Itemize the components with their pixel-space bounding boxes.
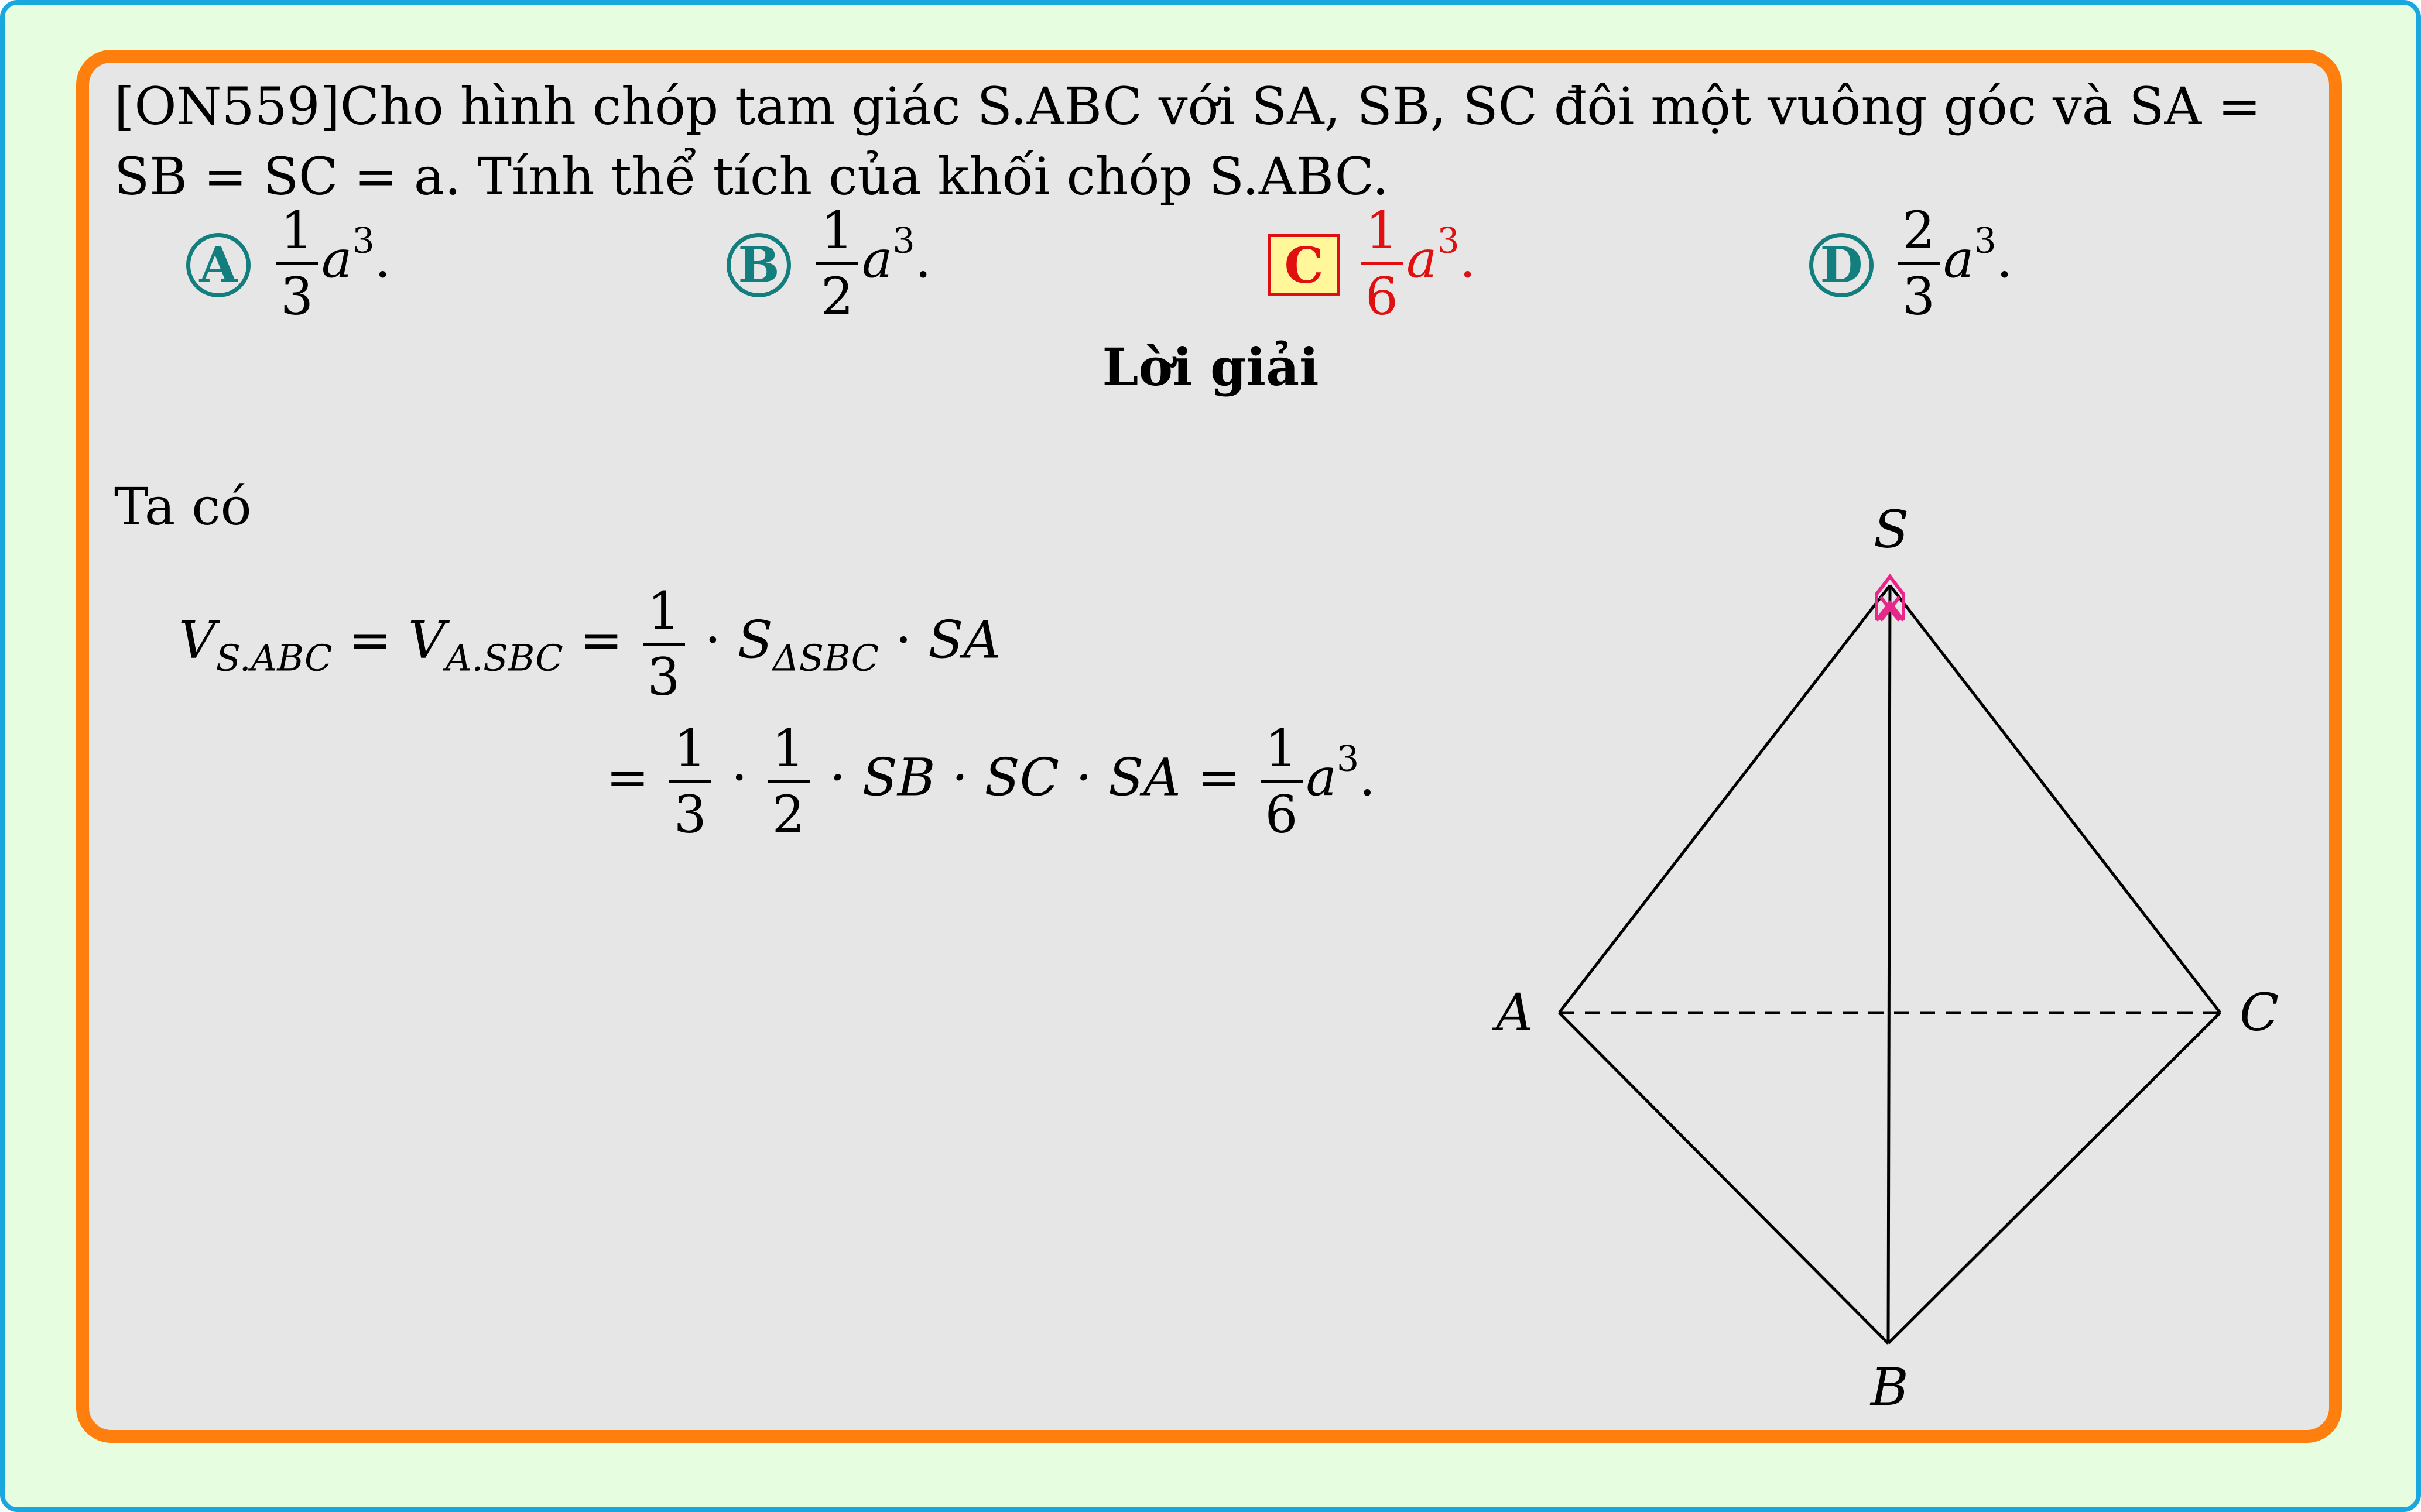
right-angle-marker xyxy=(1875,574,1905,622)
problem-line-1: [ON559]Cho hình chóp tam giác S.ABC với … xyxy=(114,76,2261,136)
label-B: B xyxy=(1869,1357,1909,1417)
edge-SC xyxy=(1889,584,2221,1014)
problem-card xyxy=(76,50,2342,1443)
edge-SA xyxy=(1558,584,1891,1014)
edge-AB xyxy=(1558,1012,1889,1345)
solution-heading: Lời giải xyxy=(1102,337,1319,397)
solution-intro: Ta có xyxy=(114,476,252,537)
edge-BC xyxy=(1887,1012,2221,1345)
edge-SB xyxy=(1886,585,1892,1344)
option-c-marker-correct: C xyxy=(1268,234,1340,296)
label-C: C xyxy=(2239,982,2279,1043)
problem-line-2: SB = SC = a. Tính thể tích của khối chóp… xyxy=(114,146,1389,207)
label-S: S xyxy=(1874,499,1909,560)
option-a-marker: A xyxy=(186,233,251,297)
option-d-marker: D xyxy=(1809,233,1874,297)
label-A: A xyxy=(1492,982,1533,1043)
option-b-marker: B xyxy=(727,233,791,297)
